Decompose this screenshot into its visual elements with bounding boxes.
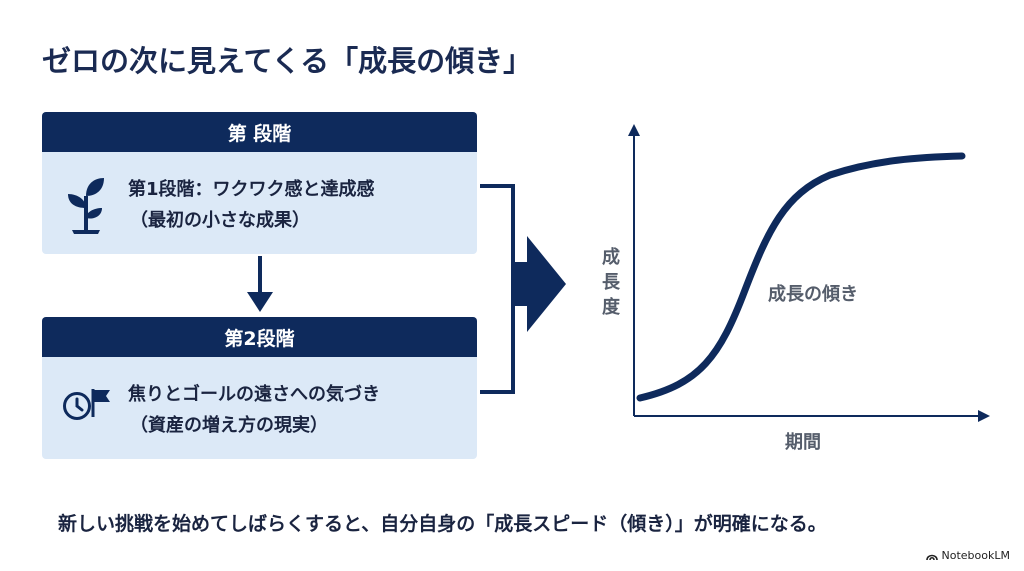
- stage-1-sub: （最初の小さな成果）: [130, 210, 310, 231]
- stage-1-text: 第1段階：ワクワク感と達成感 （最初の小さな成果）: [128, 174, 375, 236]
- sprout-icon: [68, 178, 104, 234]
- y-axis-label: 成長度: [602, 247, 620, 318]
- stage-2-header: 第2段階: [42, 317, 477, 357]
- right-arrow-icon: [513, 236, 566, 332]
- page-title: ゼロの次に見えてくる「成長の傾き」: [42, 44, 533, 78]
- down-arrow-icon: [247, 256, 273, 312]
- stage-1-card: 第 段階 第1段階：ワクワク感と達成感 （最初の小さな成果）: [42, 112, 477, 254]
- growth-curve: [636, 152, 966, 402]
- summary-text: 新しい挑戦を始めてしばらくすると、自分自身の「成長スピード（傾き）」が明確になる…: [58, 513, 827, 535]
- clock-icon: [63, 392, 91, 420]
- graph-axes: [628, 124, 990, 422]
- stage-1-main: 第1段階：ワクワク感と達成感: [128, 179, 375, 200]
- stage-2-text: 焦りとゴールの遠さへの気づき （資産の増え方の現実）: [128, 379, 380, 441]
- flag-icon: [91, 389, 110, 417]
- x-axis-label: 期間: [785, 432, 821, 453]
- stage-1-header: 第 段階: [42, 112, 477, 152]
- curve-label: 成長の傾き: [768, 284, 858, 305]
- stage-2-card: 第2段階 焦りとゴールの遠さへの気づき （資産の増え方の現実）: [42, 317, 477, 459]
- stage-2-main: 焦りとゴールの遠さへの気づき: [128, 384, 380, 405]
- stage-2-body: 焦りとゴールの遠さへの気づき （資産の増え方の現実）: [42, 357, 477, 459]
- brand-watermark: NotebookLM: [925, 549, 1010, 562]
- notebooklm-logo-icon: [925, 554, 938, 560]
- stage-2-sub: （資産の増え方の現実）: [130, 415, 328, 436]
- brand-label: NotebookLM: [941, 549, 1010, 562]
- bracket-connector: [480, 184, 515, 394]
- stage-1-body: 第1段階：ワクワク感と達成感 （最初の小さな成果）: [42, 152, 477, 254]
